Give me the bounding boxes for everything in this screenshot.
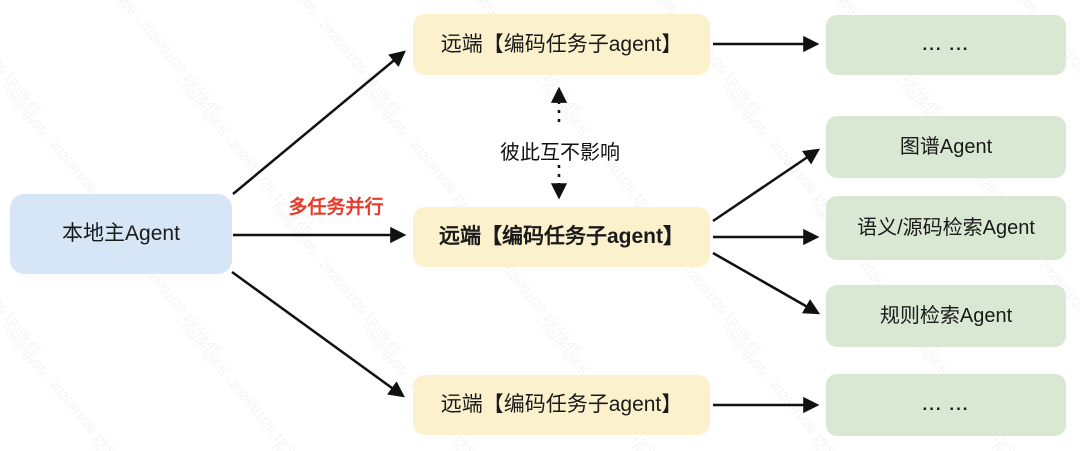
node-semantic-source-search-agent: 语义/源码检索Agent [826, 196, 1066, 260]
node-local-main-agent: 本地主Agent [10, 194, 232, 274]
arrow-remote-middle-to-rules [712, 251, 821, 315]
arrow-local-to-remote-top [232, 50, 406, 195]
label-mutually-independent: 彼此互不影响 [500, 142, 620, 164]
node-rule-search-agent: 规则检索Agent [826, 285, 1066, 347]
node-subagent-ellipsis-top: ... ... [826, 15, 1066, 75]
node-remote-coding-subagent-top: 远端【编码任务子agent】 [413, 14, 710, 75]
node-graph-agent: 图谱Agent [826, 116, 1066, 178]
arrow-remote-middle-to-graph [712, 148, 821, 223]
node-remote-coding-subagent-middle: 远端【编码任务子agent】 [413, 207, 710, 267]
label-multi-task-parallel: 多任务并行 [288, 197, 384, 218]
node-subagent-ellipsis-bottom: ... ... [826, 374, 1066, 436]
arrow-local-to-remote-bottom [231, 270, 405, 398]
node-remote-coding-subagent-bottom: 远端【编码任务子agent】 [413, 375, 710, 435]
